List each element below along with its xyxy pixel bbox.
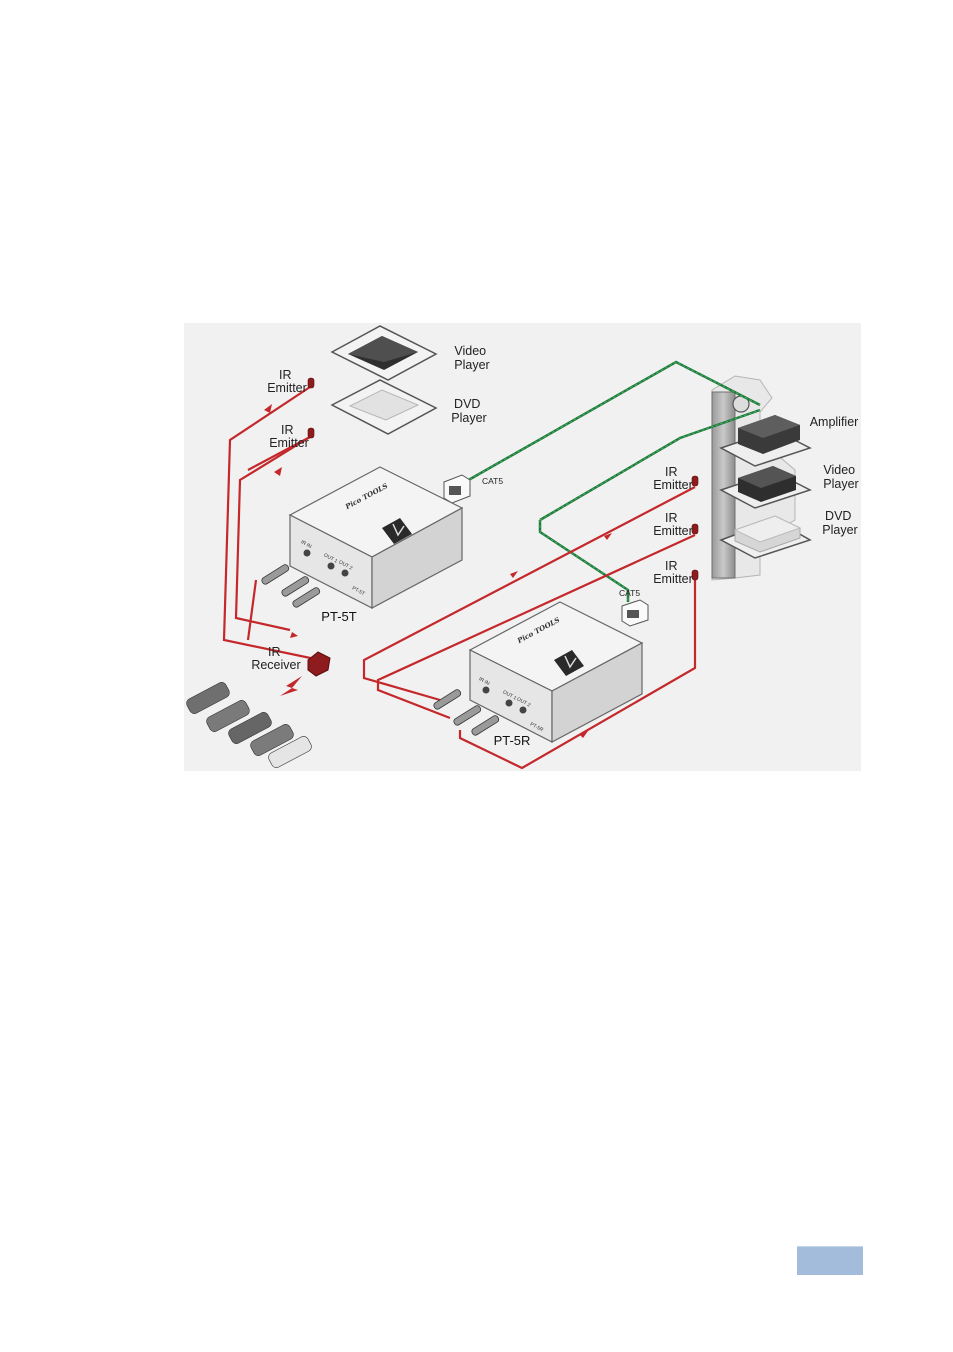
right-ir-emitter-1-line2: Emitter (653, 478, 693, 492)
left-ir-emitter-2-line1: IR (281, 423, 294, 437)
left-ir-emitter-2-line2: Emitter (269, 436, 309, 450)
cat5-left-label: CAT5 (482, 476, 503, 486)
left-ir-emitter-1-line2: Emitter (267, 381, 307, 395)
right-ir-emitter-1-line1: IR (665, 465, 678, 479)
ir-receiver-line2: Receiver (251, 658, 300, 672)
right-dvd-player-line2: Player (822, 523, 857, 537)
top-video-player-line1: Video (454, 344, 486, 358)
right-ir-emitter-2-line2: Emitter (653, 524, 693, 538)
top-dvd-player-label: DVD Player (451, 397, 486, 425)
right-ir-emitter-2-line1: IR (665, 511, 678, 525)
top-video-player-label: Video Player (454, 344, 489, 372)
page-number-tab (797, 1246, 863, 1275)
pt5t-label: PT-5T (321, 609, 356, 624)
cat5-right-label: CAT5 (619, 588, 640, 598)
right-video-player-label: Video Player (823, 463, 858, 491)
top-video-player-line2: Player (454, 358, 489, 372)
ir-receiver-line1: IR (268, 645, 281, 659)
amplifier-label: Amplifier (810, 415, 859, 429)
right-video-player-line2: Player (823, 477, 858, 491)
right-dvd-player-line1: DVD (825, 509, 851, 523)
pt5r-label: PT-5R (494, 733, 531, 748)
right-ir-emitter-3-line1: IR (665, 559, 678, 573)
right-ir-emitter-3-line2: Emitter (653, 572, 693, 586)
left-ir-emitter-1-line1: IR (279, 368, 292, 382)
right-dvd-player-label: DVD Player (822, 509, 857, 537)
top-dvd-player-line2: Player (451, 411, 486, 425)
top-dvd-player-line1: DVD (454, 397, 480, 411)
right-video-player-line1: Video (823, 463, 855, 477)
